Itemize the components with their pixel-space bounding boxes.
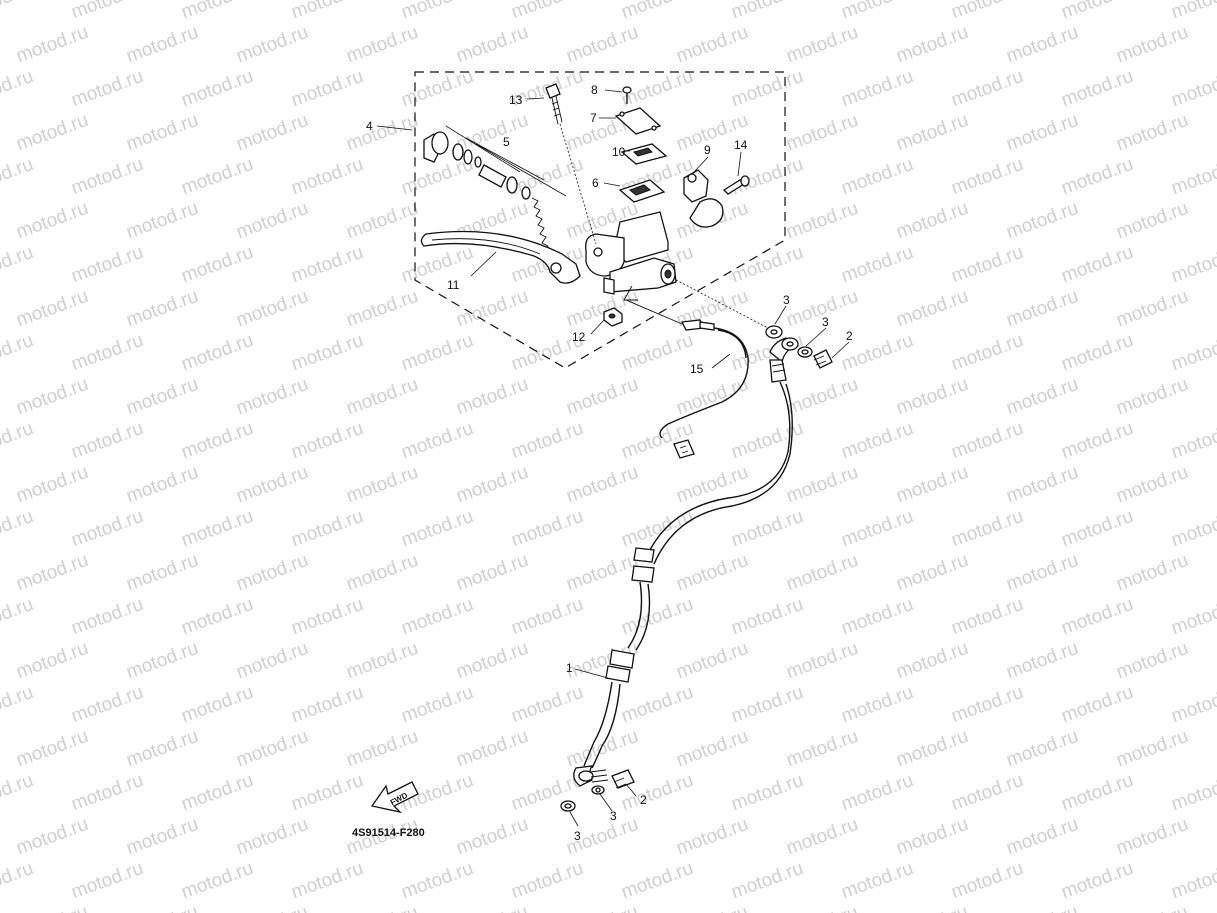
callout-3-lower-a: 3 — [574, 829, 581, 843]
callout-15: 15 — [690, 362, 704, 376]
callout-3-upper-a: 3 — [783, 293, 790, 307]
brake-switch — [623, 285, 749, 459]
diaphragm — [620, 143, 668, 165]
brake-lever — [420, 230, 581, 284]
callout-14: 14 — [734, 138, 748, 152]
callout-11: 11 — [447, 278, 460, 292]
diaphragm-holder — [618, 179, 666, 203]
callout-1: 1 — [566, 661, 573, 675]
reservoir-cap — [614, 107, 662, 135]
callout-8: 8 — [591, 83, 598, 97]
callout-7: 7 — [590, 111, 597, 125]
fwd-arrow-icon: FWD — [370, 781, 419, 814]
diagram-code: 4S91514-F280 — [352, 827, 425, 839]
callout-2-lower: 2 — [640, 793, 647, 807]
callout-9: 9 — [704, 143, 711, 157]
callout-3-upper-b: 3 — [822, 315, 829, 329]
callouts: 4 5 13 8 7 10 6 9 14 11 12 15 3 3 2 1 2 … — [366, 83, 853, 843]
upper-banjo — [675, 279, 833, 369]
callout-13: 13 — [509, 93, 523, 107]
callout-12: 12 — [572, 330, 586, 344]
callout-3-lower-b: 3 — [610, 809, 617, 823]
callout-10: 10 — [612, 145, 626, 159]
lever-nut — [603, 307, 623, 327]
leader-lines — [376, 89, 850, 827]
master-cylinder-body — [585, 211, 677, 295]
callout-4: 4 — [366, 119, 373, 133]
assembly-boundary — [414, 71, 786, 369]
holder-bolt — [722, 175, 750, 195]
cap-screw — [622, 86, 632, 104]
lever-bolt — [545, 83, 597, 245]
holder — [683, 169, 724, 228]
callout-2-upper: 2 — [846, 329, 853, 343]
brake-hose — [573, 337, 796, 787]
callout-6: 6 — [592, 176, 599, 190]
callout-5: 5 — [503, 135, 510, 149]
piston-kit — [423, 125, 567, 265]
lower-banjo — [560, 769, 635, 812]
